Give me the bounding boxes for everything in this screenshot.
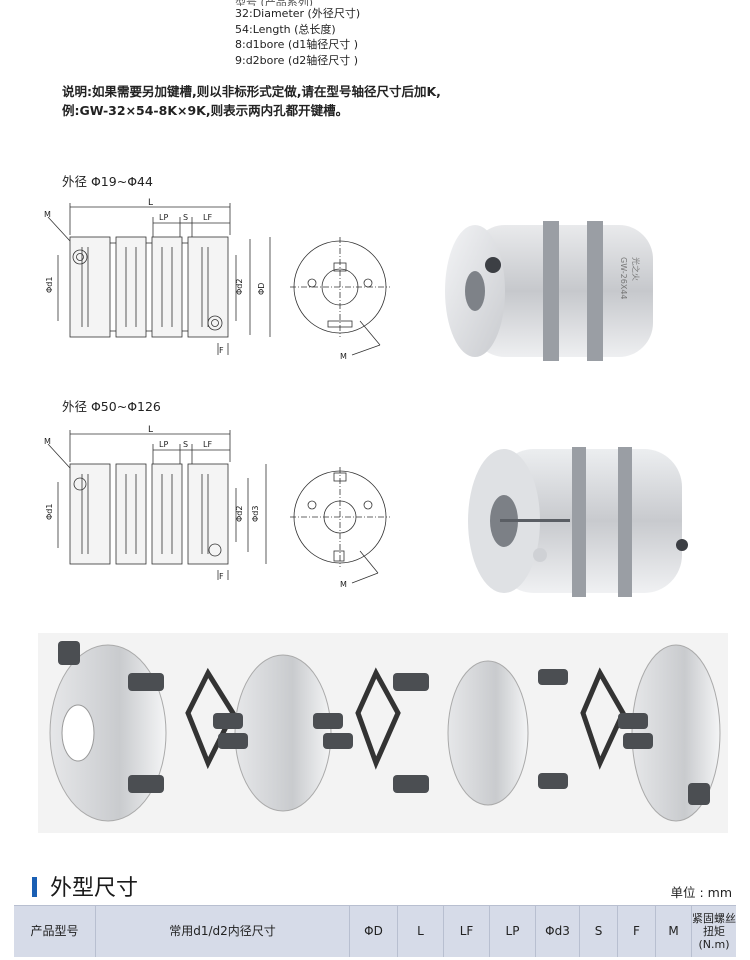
unit-label: 单位 : mm [670, 885, 732, 900]
large-coupling-end-view: M [290, 467, 390, 589]
title-accent-bar [32, 877, 37, 897]
note-line-2: 例:GW-32×54-8K×9K,则表示两内孔都开键槽。 [62, 103, 349, 118]
note-line-1: 说明:如果需要另加键槽,则以非标形式定做,请在型号轴径尺寸后加K, [62, 84, 441, 99]
dim-F: F [219, 346, 224, 355]
keyway-note: 说明:如果需要另加键槽,则以非标形式定做,请在型号轴径尺寸后加K, 例:GW-3… [62, 82, 702, 120]
exploded-assembly-image [38, 633, 728, 833]
dimensions-table-header: 产品型号 常用d1/d2内径尺寸 ΦD L LF LP Φd3 S F M 紧固… [14, 905, 736, 957]
legend-diameter: 32:Diameter (外径尺寸) [235, 7, 361, 20]
header-LP: LP [490, 906, 536, 957]
header-S: S [580, 906, 618, 957]
dim-M-2: M [44, 437, 51, 446]
small-coupling-photo: 光之火 GW-26X44 [445, 221, 653, 361]
dim-d2: Φd2 [235, 279, 244, 295]
dim-LP-2: LP [159, 440, 168, 449]
dim-L: L [148, 198, 153, 208]
dim-M: M [44, 210, 51, 219]
large-coupling-side-drawing: L LP S LF M Φd1 Φd2 Φd3 F [44, 425, 267, 581]
header-D: ΦD [350, 906, 398, 957]
dim-LF-2: LF [203, 440, 212, 449]
header-F: F [618, 906, 656, 957]
model-legend: 型号 (产品系列) 32:Diameter (外径尺寸) 54:Length (… [235, 0, 495, 68]
dim-d1-2: Φd1 [45, 504, 54, 520]
header-torque: 紧固螺丝扭矩(N.m) [692, 912, 736, 951]
dim-LF: LF [203, 213, 212, 222]
dim-d2-2: Φd2 [235, 506, 244, 522]
dimensions-title-block: 外型尺寸 单位 : mm [32, 870, 732, 901]
dim-LP: LP [159, 213, 168, 222]
header-L: L [398, 906, 444, 957]
legend-d1bore: 8:d1bore (d1轴径尺寸 ) [235, 38, 359, 51]
section-small-label: 外径 Φ19~Φ44 [62, 174, 153, 189]
section-title: 外型尺寸 [50, 876, 139, 901]
dim-D: ΦD [257, 283, 266, 295]
dim-S: S [183, 213, 188, 222]
small-coupling-end-view: M [290, 237, 390, 361]
small-coupling-side-drawing: L LP S LF M Φd1 Φd2 ΦD F [44, 198, 271, 355]
dim-d1: Φd1 [45, 277, 54, 293]
legend-length: 54:Length (总长度) [235, 22, 336, 36]
section-large-label: 外径 Φ50~Φ126 [62, 399, 161, 414]
end-view-M: M [340, 352, 347, 361]
dim-d3-2: Φd3 [251, 506, 260, 522]
legend-d2bore: 9:d2bore (d2轴径尺寸 ) [235, 53, 359, 67]
header-LF: LF [444, 906, 490, 957]
large-coupling-photo [468, 447, 688, 597]
dim-L-2: L [148, 425, 153, 435]
legend-partial-line: 型号 (产品系列) [235, 0, 495, 6]
header-model: 产品型号 [14, 906, 96, 957]
dim-S-2: S [183, 440, 188, 449]
header-d3: Φd3 [536, 906, 580, 957]
end-view-M-2: M [340, 580, 347, 589]
header-M: M [656, 906, 692, 957]
dim-F-2: F [219, 572, 224, 581]
header-bore: 常用d1/d2内径尺寸 [96, 906, 350, 957]
photo-engraving: 光之火 [631, 257, 641, 281]
photo-model: GW-26X44 [619, 257, 628, 300]
